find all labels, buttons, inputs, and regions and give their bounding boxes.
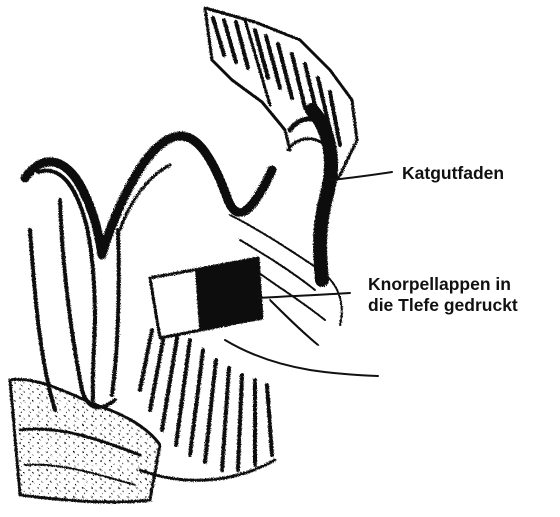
leader-line-knorpel-lower <box>225 340 378 376</box>
leader-line-knorpel-upper <box>258 293 350 298</box>
label-knorpellappen-line1: Knorpellappen in <box>368 274 518 295</box>
cartilage-flap <box>150 258 262 338</box>
label-knorpellappen: Knorpellappen in die Tlefe gedruckt <box>368 274 518 316</box>
hatched-muscle-bundle <box>140 330 275 480</box>
label-katgutfaden: Katgutfaden <box>402 163 504 184</box>
catgut-thread <box>288 110 331 280</box>
label-knorpellappen-line2: die Tlefe gedruckt <box>368 295 518 316</box>
